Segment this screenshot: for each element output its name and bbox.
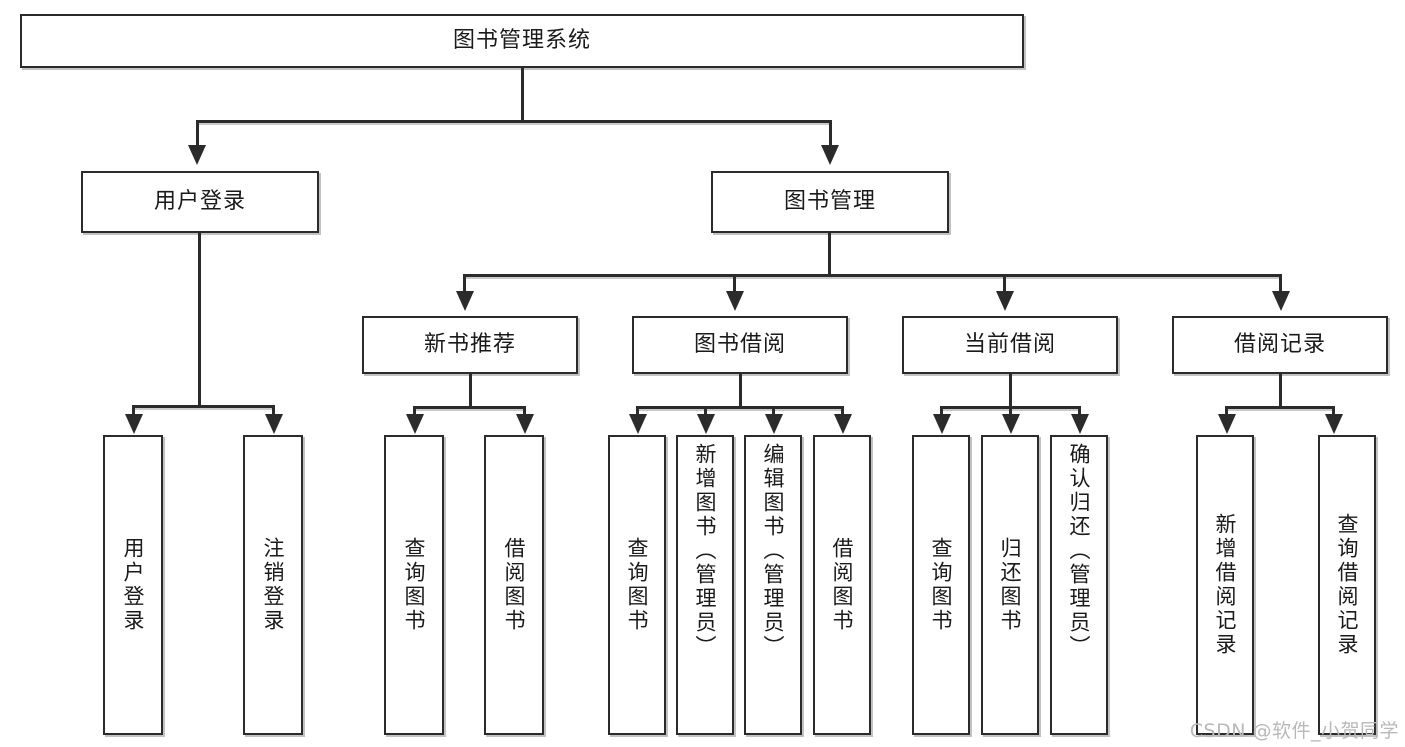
leaf-current-borrow-return-books[interactable]: 归还图书 (981, 435, 1039, 735)
arrowhead-to-current-borrow (996, 291, 1014, 311)
connector-user-login-stem (198, 233, 201, 406)
arrowhead-book-borrow-leaf3 (765, 414, 783, 434)
node-label: 新增借阅记录 (1213, 513, 1238, 657)
node-new-book-recommend[interactable]: 新书推荐 (362, 316, 578, 374)
connector-user-login-leaf1 (132, 405, 135, 416)
connector-borrow-record-stem (1279, 374, 1282, 407)
node-label: 确认归还（管理员） (1067, 443, 1092, 659)
arrowhead-to-book-borrow (726, 291, 744, 311)
connector-to-book-management (829, 120, 832, 146)
connector-to-book-borrow (733, 274, 736, 292)
arrowhead-new-book-leaf1 (406, 414, 424, 434)
node-label: 查询借阅记录 (1335, 513, 1360, 657)
connector-book-borrow-leaf1 (636, 406, 639, 416)
connector-borrow-record-leaf1 (1225, 406, 1228, 416)
arrowhead-current-borrow-leaf2 (1002, 414, 1020, 434)
node-label: 用户登录 (153, 189, 246, 215)
connector-book-borrow-leaf3 (772, 406, 775, 416)
connector-to-current-borrow (1003, 274, 1006, 292)
leaf-new-book-query-books[interactable]: 查询图书 (384, 435, 444, 735)
arrowhead-user-login-leaf2 (265, 414, 283, 434)
connector-current-borrow-stem (1009, 374, 1012, 407)
node-label: 借阅图书 (502, 537, 527, 633)
arrowhead-borrow-record-leaf1 (1218, 414, 1236, 434)
leaf-book-borrow-add-book-admin[interactable]: 新增图书（管理员） (676, 435, 734, 735)
connector-borrow-record-bus (1226, 406, 1334, 409)
connector-to-borrow-record (1279, 274, 1282, 292)
connector-user-login-bus (133, 405, 273, 408)
leaf-current-borrow-confirm-return-admin[interactable]: 确认归还（管理员） (1050, 435, 1108, 735)
arrowhead-current-borrow-leaf1 (933, 414, 951, 434)
leaf-new-book-borrow-books[interactable]: 借阅图书 (484, 435, 544, 735)
connector-current-borrow-leaf2 (1009, 406, 1012, 416)
connector-current-borrow-leaf1 (940, 406, 943, 416)
connector-to-new-book (463, 274, 466, 292)
arrowhead-user-login-leaf1 (125, 414, 143, 434)
leaf-user-login-logout[interactable]: 注销登录 (243, 435, 303, 735)
arrowhead-book-borrow-leaf4 (834, 414, 852, 434)
leaf-current-borrow-query-books[interactable]: 查询图书 (912, 435, 970, 735)
connector-new-book-leaf2 (523, 406, 526, 416)
leaf-book-borrow-borrow-books[interactable]: 借阅图书 (813, 435, 871, 735)
node-current-borrow[interactable]: 当前借阅 (902, 316, 1118, 374)
leaf-user-login-login[interactable]: 用户登录 (103, 435, 163, 735)
connector-book-borrow-leaf4 (841, 406, 844, 416)
connector-book-borrow-leaf2 (704, 406, 707, 416)
connector-new-book-stem (469, 374, 472, 407)
node-label: 新书推荐 (423, 332, 516, 358)
leaf-borrow-record-add-record[interactable]: 新增借阅记录 (1196, 435, 1254, 735)
node-borrow-record[interactable]: 借阅记录 (1172, 316, 1388, 374)
arrowhead-to-user-login (188, 145, 206, 165)
connector-book-borrow-stem (739, 374, 742, 407)
node-label: 借阅记录 (1233, 332, 1326, 358)
node-label: 新增图书（管理员） (693, 443, 718, 659)
node-label: 编辑图书（管理员） (761, 443, 786, 659)
connector-new-book-bus (414, 406, 525, 409)
connector-user-login-leaf2 (272, 405, 275, 416)
node-root-book-management-system[interactable]: 图书管理系统 (20, 14, 1024, 68)
connector-level3-bus (464, 274, 1282, 277)
node-label: 图书管理系统 (452, 28, 591, 54)
connector-to-user-login (196, 120, 199, 146)
node-book-management[interactable]: 图书管理 (711, 171, 949, 233)
node-book-borrow[interactable]: 图书借阅 (632, 316, 848, 374)
arrowhead-to-new-book (456, 291, 474, 311)
arrowhead-to-book-management (821, 145, 839, 165)
connector-current-borrow-leaf3 (1078, 406, 1081, 416)
arrowhead-borrow-record-leaf2 (1325, 414, 1343, 434)
leaf-book-borrow-edit-book-admin[interactable]: 编辑图书（管理员） (744, 435, 802, 735)
node-label: 归还图书 (998, 537, 1023, 633)
connector-level2-bus (197, 120, 832, 123)
node-label: 图书管理 (783, 189, 876, 215)
csdn-watermark: CSDN @软件_小贺同学 (1189, 720, 1399, 742)
node-label: 当前借阅 (963, 332, 1056, 358)
arrowhead-to-borrow-record (1272, 291, 1290, 311)
connector-root-stem (521, 68, 524, 121)
connector-new-book-leaf1 (413, 406, 416, 416)
node-user-login[interactable]: 用户登录 (81, 171, 319, 233)
connector-book-management-stem (828, 233, 831, 275)
node-label: 图书借阅 (693, 332, 786, 358)
connector-borrow-record-leaf2 (1332, 406, 1335, 416)
arrowhead-book-borrow-leaf1 (629, 414, 647, 434)
arrowhead-current-borrow-leaf3 (1071, 414, 1089, 434)
arrowhead-new-book-leaf2 (516, 414, 534, 434)
node-label: 查询图书 (929, 537, 954, 633)
node-label: 借阅图书 (830, 537, 855, 633)
node-label: 查询图书 (625, 537, 650, 633)
node-label: 查询图书 (402, 537, 427, 633)
node-label: 用户登录 (121, 537, 146, 633)
arrowhead-book-borrow-leaf2 (697, 414, 715, 434)
leaf-borrow-record-query-record[interactable]: 查询借阅记录 (1318, 435, 1376, 735)
connector-book-borrow-bus (637, 406, 843, 409)
leaf-book-borrow-query-books[interactable]: 查询图书 (608, 435, 666, 735)
node-label: 注销登录 (261, 537, 286, 633)
